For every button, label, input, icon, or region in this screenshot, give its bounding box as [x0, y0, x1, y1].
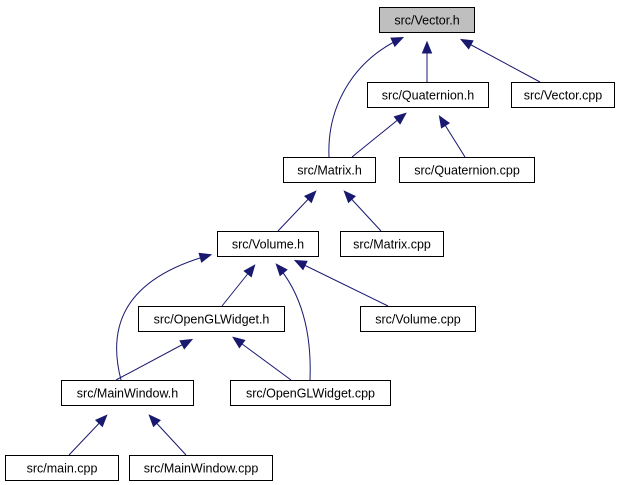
edge-volume-cpp-to-volume-h — [293, 259, 389, 307]
arrowhead-icon — [390, 37, 405, 48]
node-label: src/Vector.cpp — [524, 89, 603, 103]
node-main-cpp[interactable]: src/main.cpp — [5, 455, 119, 481]
arrowhead-icon — [393, 112, 407, 125]
edge-matrix-h-to-quaternion-h — [351, 112, 407, 158]
node-label: src/Volume.h — [232, 238, 304, 252]
arrowhead-icon — [303, 190, 317, 204]
edge-mainwindow-h-to-openglwidget-h — [115, 338, 194, 381]
edge-line — [233, 337, 292, 381]
arrowhead-icon — [438, 115, 451, 129]
arrowhead-icon — [293, 259, 308, 271]
node-box[interactable] — [367, 82, 489, 108]
edge-line — [351, 113, 406, 158]
arrowhead-icon — [459, 38, 474, 50]
arrowhead-icon — [243, 264, 256, 278]
edge-line — [116, 254, 211, 381]
node-label: src/Quaternion.cpp — [414, 164, 520, 178]
node-openglwidget-cpp[interactable]: src/OpenGLWidget.cpp — [230, 380, 391, 406]
node-box[interactable] — [230, 380, 391, 406]
node-box[interactable] — [61, 380, 194, 406]
node-box[interactable] — [340, 231, 444, 257]
edge-quaternion-cpp-to-quaternion-h — [438, 115, 466, 158]
arrowhead-icon — [198, 252, 213, 263]
node-quaternion-h[interactable]: src/Quaternion.h — [367, 82, 489, 108]
edge-openglwidget-cpp-to-openglwidget-h — [232, 336, 292, 381]
edge-quaternion-h-to-vector-h — [421, 40, 433, 82]
arrowhead-icon — [421, 40, 433, 54]
node-box[interactable] — [283, 157, 376, 183]
arrowhead-icon — [343, 190, 356, 204]
graph-nodes: src/Vector.h src/Quaternion.h src/Vector.c… — [5, 7, 615, 481]
node-vector-cpp[interactable]: src/Vector.cpp — [511, 82, 615, 108]
edge-line — [115, 339, 192, 381]
node-matrix-h[interactable]: src/Matrix.h — [283, 157, 376, 183]
node-label: src/Quaternion.h — [382, 89, 474, 103]
node-label: src/Matrix.cpp — [353, 238, 431, 252]
node-volume-cpp[interactable]: src/Volume.cpp — [360, 306, 476, 332]
node-box[interactable] — [360, 306, 476, 332]
edge-openglwidget-h-to-volume-h — [221, 264, 256, 307]
edge-vector-cpp-to-vector-h — [459, 38, 541, 83]
node-label: src/OpenGLWidget.cpp — [246, 387, 375, 401]
edge-line — [276, 264, 311, 381]
graph-edges — [68, 37, 541, 456]
node-box[interactable] — [379, 7, 475, 33]
node-volume-h[interactable]: src/Volume.h — [217, 231, 319, 257]
node-box[interactable] — [399, 157, 535, 183]
node-label: src/OpenGLWidget.h — [154, 313, 270, 327]
node-label: src/MainWindow.cpp — [144, 462, 259, 476]
node-label: src/main.cpp — [27, 462, 98, 476]
node-mainwindow-h[interactable]: src/MainWindow.h — [61, 380, 194, 406]
node-box[interactable] — [138, 306, 285, 332]
edge-mainwindow-cpp-to-mainwindow-h — [148, 414, 187, 456]
edge-line — [328, 37, 403, 158]
edge-main-cpp-to-mainwindow-h — [68, 414, 108, 456]
node-label: src/MainWindow.h — [77, 387, 178, 401]
arrowhead-icon — [148, 414, 161, 428]
arrowhead-icon — [179, 338, 194, 350]
node-label: src/Matrix.h — [297, 164, 362, 178]
edge-mainwindow-h-to-volume-h — [116, 252, 213, 381]
node-label: src/Volume.cpp — [375, 313, 461, 327]
node-vector-h[interactable]: src/Vector.h — [379, 7, 475, 33]
node-mainwindow-cpp[interactable]: src/MainWindow.cpp — [129, 455, 273, 481]
node-matrix-cpp[interactable]: src/Matrix.cpp — [340, 231, 444, 257]
arrowhead-icon — [275, 263, 288, 277]
edge-matrix-h-to-vector-h — [328, 37, 405, 158]
arrowhead-icon — [232, 336, 246, 349]
edge-openglwidget-cpp-to-volume-h — [275, 263, 311, 381]
node-box[interactable] — [217, 231, 319, 257]
node-box[interactable] — [5, 455, 119, 481]
arrowhead-icon — [94, 414, 108, 428]
edge-volume-h-to-matrix-h — [277, 190, 317, 232]
edge-line — [295, 260, 389, 307]
edge-matrix-cpp-to-matrix-h — [343, 190, 382, 232]
node-label: src/Vector.h — [394, 14, 459, 28]
node-box[interactable] — [511, 82, 615, 108]
node-box[interactable] — [129, 455, 273, 481]
edge-line — [461, 39, 541, 83]
node-quaternion-cpp[interactable]: src/Quaternion.cpp — [399, 157, 535, 183]
node-openglwidget-h[interactable]: src/OpenGLWidget.h — [138, 306, 285, 332]
